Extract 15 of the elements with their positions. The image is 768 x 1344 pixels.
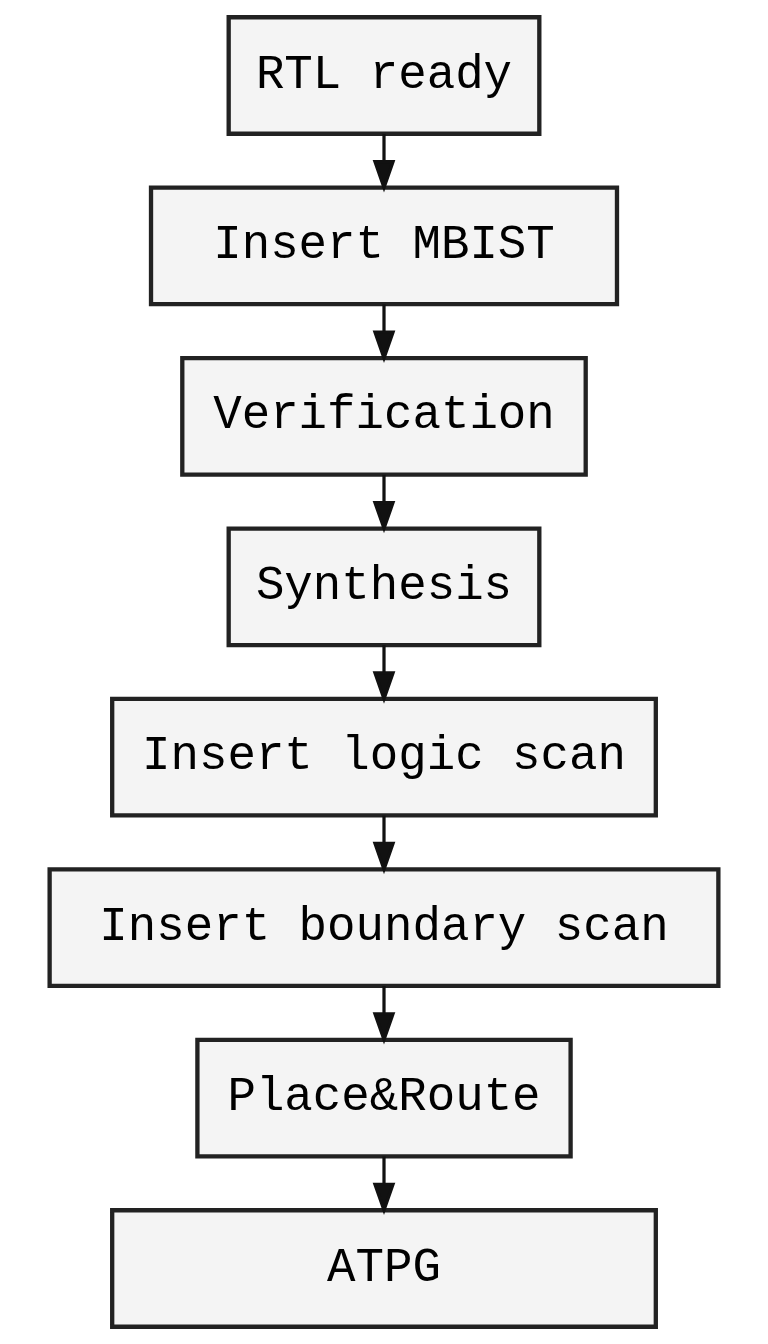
node-box: RTL ready	[226, 15, 542, 136]
node-box: Insert MBIST	[148, 185, 620, 307]
arrow	[372, 304, 396, 363]
arrow	[372, 474, 396, 534]
arrow	[372, 133, 396, 193]
node-box: Place&Route	[195, 1037, 573, 1159]
arrow	[372, 645, 396, 704]
arrow	[372, 986, 396, 1045]
arrow	[372, 815, 396, 875]
node-box: Insert logic scan	[110, 696, 658, 818]
arrow	[372, 1156, 396, 1216]
node-box: ATPG	[110, 1208, 658, 1329]
node-box: Insert boundary scan	[47, 867, 721, 989]
node-box: Synthesis	[226, 526, 542, 648]
node-box: Verification	[180, 355, 588, 477]
